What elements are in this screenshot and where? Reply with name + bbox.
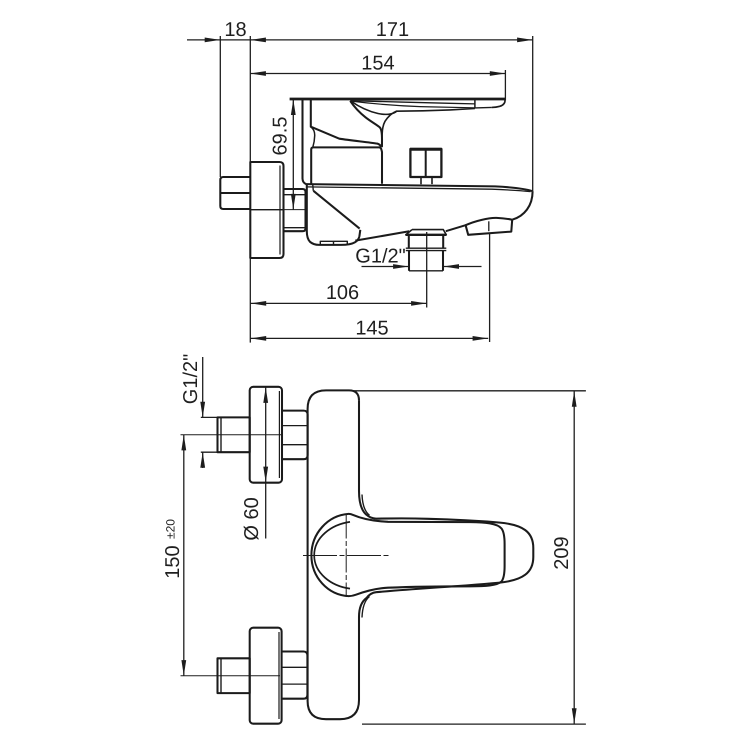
svg-text:69.5: 69.5 (270, 117, 292, 156)
svg-text:209: 209 (551, 536, 573, 569)
svg-text:145: 145 (355, 318, 388, 340)
svg-text:18: 18 (224, 19, 246, 41)
svg-text:G1/2": G1/2" (355, 246, 405, 268)
svg-text:171: 171 (376, 19, 409, 41)
svg-text:106: 106 (326, 282, 359, 304)
svg-text:150: 150 (162, 545, 184, 578)
svg-text:G1/2": G1/2" (180, 354, 202, 404)
svg-text:154: 154 (361, 53, 394, 75)
svg-text:±20: ±20 (164, 519, 178, 539)
svg-text:Ø 60: Ø 60 (241, 497, 263, 540)
